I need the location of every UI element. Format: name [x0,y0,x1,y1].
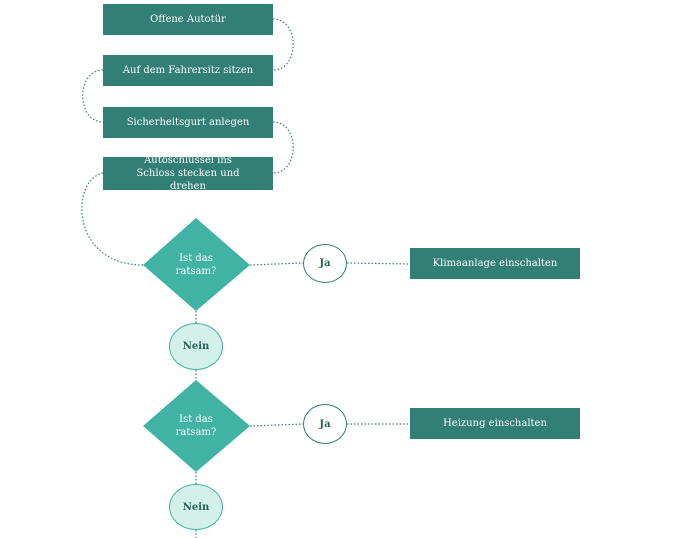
action-air-conditioning-label: Klimaanlage einschalten [432,258,558,269]
step-seatbelt-label: Sicherheitsgurt anlegen [126,117,250,128]
decision-2-no: Nein [169,484,223,530]
decision-1-no: Nein [169,323,223,370]
connector-1-2 [272,18,294,71]
decision-1-question: Ist das ratsam? [175,253,217,277]
step-open-door-label: Offene Autotür [150,14,226,25]
action-air-conditioning: Klimaanlage einschalten [410,248,580,279]
connector-ja-action1 [346,262,411,265]
connector-d1-ja [249,262,304,266]
decision-2-question: Ist das ratsam? [175,414,217,438]
decision-2-yes: Ja [303,404,347,444]
step-open-door: Offene Autotür [103,4,273,35]
connector-2-3 [82,69,104,123]
step-ignition: Autoschlüssel ins Schloss stecken und dr… [103,155,273,192]
connector-d2-ja [249,423,304,427]
decision-1-yes: Ja [303,244,347,283]
decision-diamond-1 [143,218,250,311]
step-sit-down-label: Auf dem Fahrersitz sitzen [122,65,254,76]
connector-4-d1 [81,172,144,266]
step-sit-down: Auf dem Fahrersitz sitzen [103,55,273,86]
action-heating-label: Heizung einschalten [443,418,547,429]
decision-diamond-2 [143,380,250,472]
step-seatbelt: Sicherheitsgurt anlegen [103,107,273,138]
step-ignition-label: Autoschlüssel ins Schloss stecken und dr… [136,155,240,192]
action-heating: Heizung einschalten [410,408,580,439]
connector-3-4 [272,121,294,174]
